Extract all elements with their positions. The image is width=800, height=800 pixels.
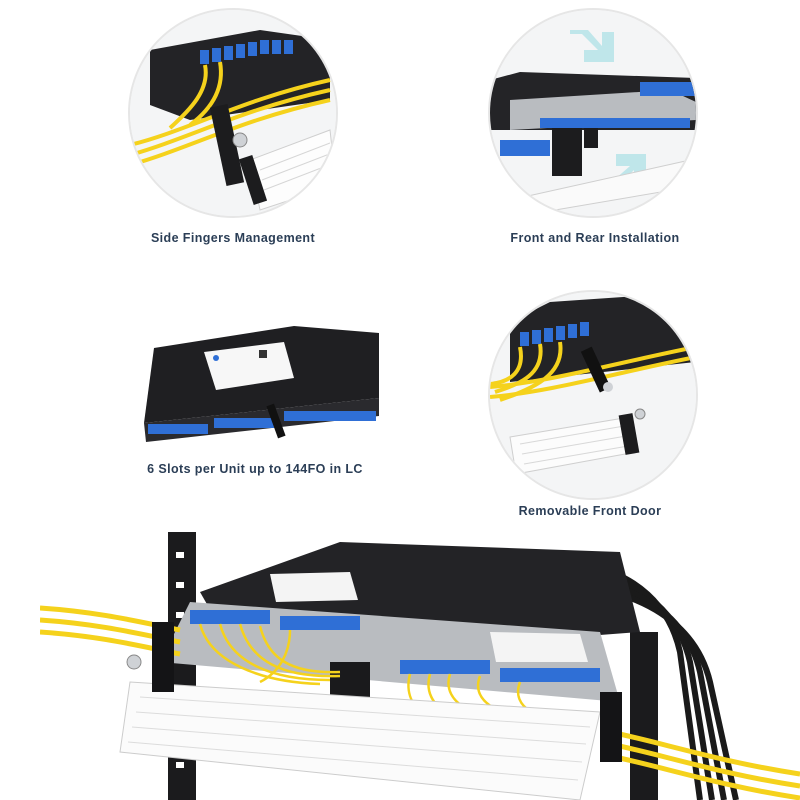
feature-front-rear-image — [488, 8, 698, 218]
down-right-arrow-icon — [570, 30, 614, 62]
up-right-arrow-icon — [614, 154, 646, 198]
feature-side-fingers-image — [128, 8, 338, 218]
feature-caption-slots: 6 Slots per Unit up to 144FO in LC — [147, 462, 363, 476]
feature-front-door-image — [488, 290, 698, 500]
feature-caption-front-door: Removable Front Door — [518, 504, 662, 518]
feature-caption-side-fingers: Side Fingers Management — [150, 231, 316, 245]
feature-module-image — [134, 318, 384, 453]
rack-assembly-image — [40, 512, 800, 800]
feature-caption-front-rear: Front and Rear Installation — [510, 231, 680, 245]
